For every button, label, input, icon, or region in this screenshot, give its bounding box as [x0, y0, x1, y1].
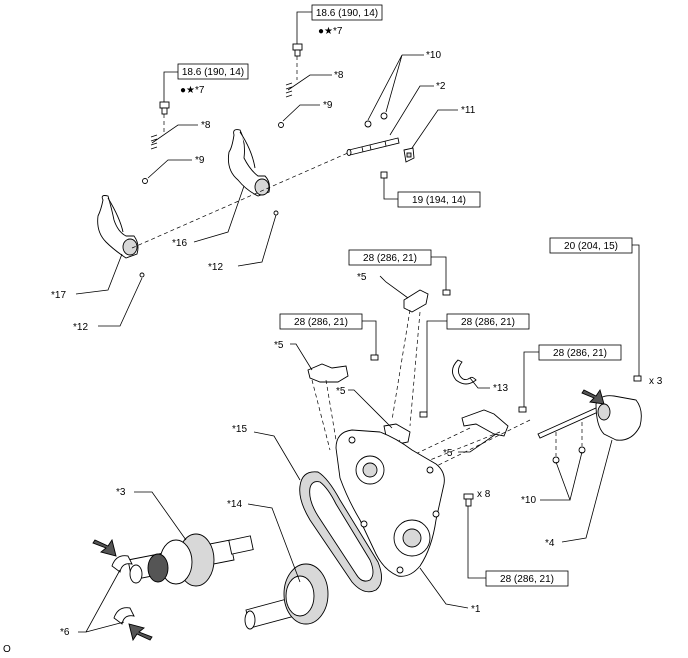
callout-10: *10 [521, 495, 536, 506]
bolt-top [292, 43, 303, 57]
callout-2: *2 [436, 81, 446, 92]
figure-code: O [3, 644, 11, 655]
callout-13: *13 [493, 383, 508, 394]
input-shaft-3 [127, 533, 254, 587]
shim-6-upper [111, 555, 133, 573]
callout-4: *4 [545, 538, 555, 549]
torque-box-bracket-right: 28 (286, 21) [538, 344, 622, 361]
bracket-5-top [403, 289, 451, 313]
callout-9: *9 [195, 155, 205, 166]
callout-11: *11 [461, 105, 476, 116]
callout-1: *1 [471, 604, 481, 615]
torque-box-case-bolts: 28 (286, 21) [485, 570, 569, 587]
arrow-icon [92, 538, 117, 557]
torque-value: 19 (194, 14) [412, 195, 466, 206]
bracket-5-left [307, 354, 379, 383]
torque-box-bracket-left: 28 (286, 21) [279, 313, 363, 330]
callout-14: *14 [227, 499, 242, 510]
callout-5: *5 [274, 340, 284, 351]
arrow-icon [128, 623, 153, 642]
torque-value: 28 (286, 21) [363, 253, 417, 264]
torque-box-top: 18.6 (190, 14) [311, 4, 383, 21]
ball-shaft-a [364, 120, 372, 128]
shim-6-lower [113, 607, 135, 625]
torque-value: 18.6 (190, 14) [316, 8, 378, 19]
torque-value: 28 (286, 21) [461, 317, 515, 328]
torque-box-left: 18.6 (190, 14) [177, 63, 249, 80]
callout-9: *9 [323, 100, 333, 111]
ball-left [142, 178, 148, 184]
callout-3: *3 [116, 487, 126, 498]
callout-12: *12 [208, 262, 223, 273]
torque-box-bracket-top: 28 (286, 21) [348, 249, 432, 266]
shift-fork-11 [403, 147, 415, 163]
torque-value: 28 (286, 21) [500, 574, 554, 585]
callout-5: *5 [336, 386, 346, 397]
callout-12: *12 [73, 322, 88, 333]
torque-value: 20 (204, 15) [564, 241, 618, 252]
torque-value: 28 (286, 21) [553, 348, 607, 359]
transfer-case-cover [335, 429, 474, 577]
callout-6: *6 [60, 627, 70, 638]
callout-5: *5 [357, 272, 367, 283]
note-precoated-bolt: ●★*7 [318, 26, 343, 37]
callout-8: *8 [201, 120, 211, 131]
ball-shaft-b [380, 112, 388, 120]
bracket-5-right [461, 406, 527, 437]
torque-box-bracket-mid: 28 (286, 21) [446, 313, 530, 330]
bolt-left [159, 101, 170, 115]
callout-17: *17 [51, 290, 66, 301]
quantity-note: x 8 [477, 489, 491, 500]
pin-fork-16 [273, 210, 279, 216]
arrow-icon [581, 388, 605, 405]
bolt-shift-fork [380, 171, 388, 179]
ball-top [278, 122, 284, 128]
torque-value: 18.6 (190, 14) [182, 67, 244, 78]
torque-box-actuator: 20 (204, 15) [549, 237, 633, 254]
note-precoated-bolt: ●★*7 [180, 85, 205, 96]
gear-14 [244, 563, 329, 630]
callout-16: *16 [172, 238, 187, 249]
spring-top [285, 82, 293, 98]
callout-15: *15 [232, 424, 247, 435]
quantity-note: x 3 [649, 376, 663, 387]
actuator-4 [537, 375, 642, 464]
shift-fork-shaft [346, 137, 400, 156]
spring-left [150, 134, 158, 150]
callout-8: *8 [334, 70, 344, 81]
shift-fork-16 [227, 129, 270, 197]
callout-5: *5 [443, 448, 453, 459]
snap-ring-13 [452, 359, 477, 385]
pin-fork-17 [139, 272, 145, 278]
shift-fork-17 [97, 195, 139, 259]
torque-value: 28 (286, 21) [294, 317, 348, 328]
drive-chain [299, 471, 382, 593]
torque-box-shift-fork: 19 (194, 14) [397, 191, 481, 208]
callout-10: *10 [426, 50, 441, 61]
